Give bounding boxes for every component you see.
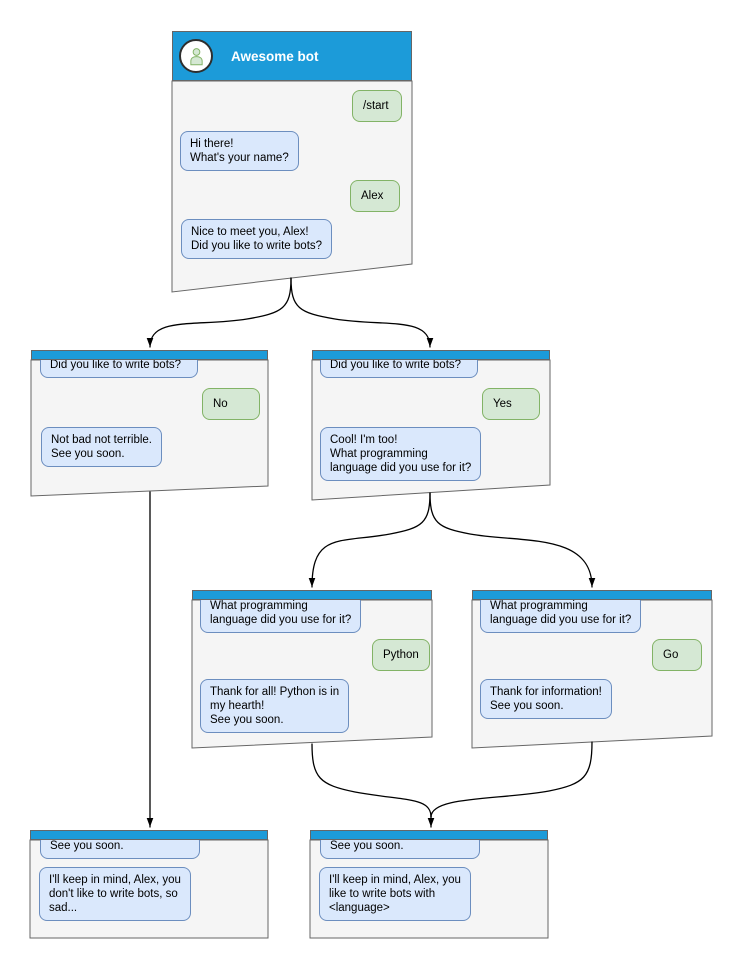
branch-no-titlebar (31, 350, 268, 360)
bot-message: Thank for information! See you soon. (480, 679, 612, 720)
branch-python-titlebar (192, 590, 432, 600)
bot-message: I'll keep in mind, Alex, you like to wri… (319, 867, 471, 922)
bot-message: Not bad not terrible. See you soon. (41, 427, 163, 468)
bot-message: Thank for all! Python is in my hearth! S… (200, 679, 350, 734)
bot-message: Nice to meet you, Alex! Did you like to … (181, 219, 333, 260)
user-message: Python (372, 639, 430, 672)
user-message: Go (652, 639, 702, 672)
person-icon (189, 47, 203, 65)
user-message: Yes (482, 388, 540, 421)
branch-yes-titlebar (312, 350, 550, 360)
branch-go-titlebar (472, 590, 712, 600)
end-no-titlebar (30, 830, 268, 840)
bot-message: Cool! I'm too! What programming language… (320, 427, 482, 482)
arrow-python-to-end (311, 743, 432, 818)
main-chat-header: Awesome bot (172, 31, 412, 81)
avatar (179, 39, 213, 73)
user-message: No (202, 388, 260, 421)
end-yes-titlebar (310, 830, 548, 840)
bot-message: Hi there! What's your name? (180, 131, 299, 172)
arrow-go-to-end (430, 741, 593, 818)
arrow-main-to-yes (290, 277, 434, 348)
arrow-yes-to-python (308, 492, 431, 588)
bot-message: I'll keep in mind, Alex, you don't like … (39, 867, 191, 922)
arrow-yes-to-go (429, 492, 596, 588)
user-message: /start (352, 90, 402, 123)
bot-title: Awesome bot (231, 48, 319, 64)
arrow-main-to-no (146, 277, 292, 348)
user-message: Alex (350, 180, 400, 213)
